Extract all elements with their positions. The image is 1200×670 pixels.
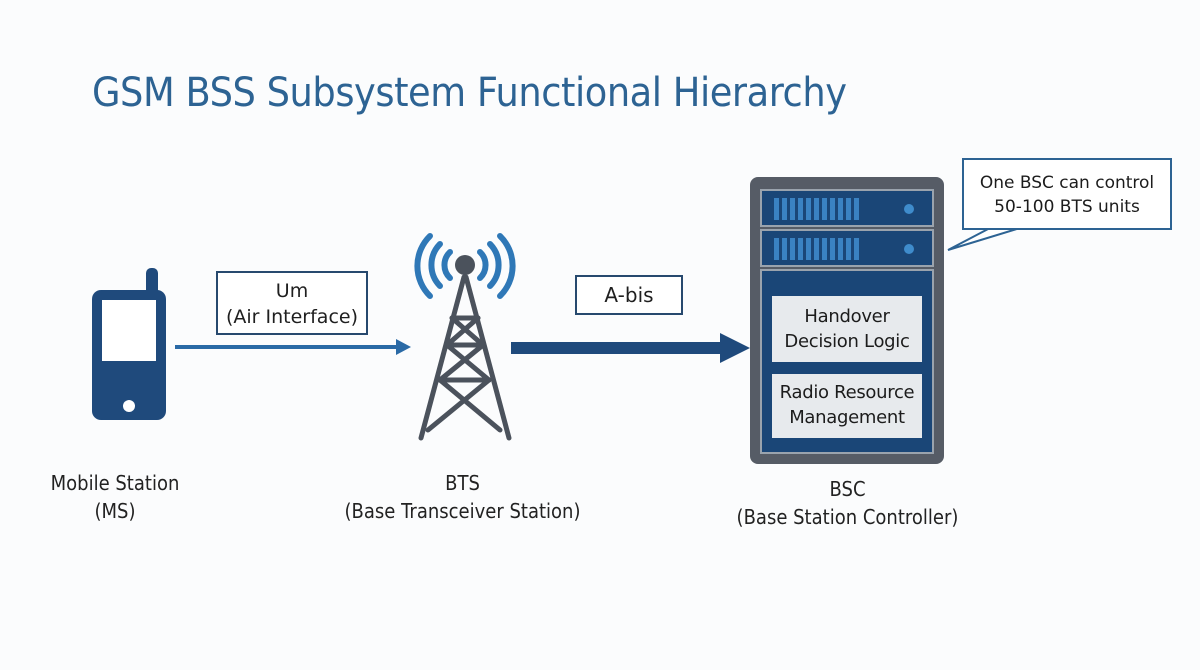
status-led-icon <box>904 204 914 214</box>
vent-grille <box>774 198 859 220</box>
ms-label: Mobile Station (MS) <box>39 469 192 525</box>
signal-waves-icon <box>414 233 516 299</box>
vent-grille <box>774 238 859 260</box>
module-label-line: Decision Logic <box>784 331 910 352</box>
ms-abbr: (MS) <box>94 499 136 523</box>
module-radio-resource-management: Radio Resource Management <box>772 374 922 438</box>
diagram-title: GSM BSS Subsystem Functional Hierarchy <box>92 70 847 116</box>
rack-unit <box>760 229 934 267</box>
bts-label: BTS (Base Transceiver Station) <box>316 469 609 525</box>
abis-link-arrow <box>511 333 750 363</box>
bts-full-name: (Base Transceiver Station) <box>344 499 581 523</box>
ms-name: Mobile Station <box>50 471 180 495</box>
bsc-body: Handover Decision Logic Radio Resource M… <box>760 269 934 454</box>
abis-interface-label: A-bis <box>575 275 683 315</box>
antenna-head <box>455 255 475 275</box>
module-handover-decision-logic: Handover Decision Logic <box>772 296 922 362</box>
um-name: Um <box>275 280 309 302</box>
bsc-label: BSC (Base Station Controller) <box>706 475 990 531</box>
rack-unit <box>760 189 934 227</box>
bsc-full-name: (Base Station Controller) <box>736 505 959 529</box>
bsc-capacity-callout: One BSC can control 50-100 BTS units <box>962 158 1172 230</box>
bts-name: BTS <box>445 471 480 495</box>
callout-line: 50-100 BTS units <box>994 197 1140 217</box>
module-label-line: Management <box>789 407 905 428</box>
module-label-line: Radio Resource <box>779 382 915 403</box>
mobile-phone-icon <box>92 268 166 420</box>
um-desc: (Air Interface) <box>225 306 359 328</box>
module-label-line: Handover <box>804 306 890 327</box>
callout-tail <box>947 227 1021 251</box>
bsc-name: BSC <box>829 477 866 501</box>
status-led-icon <box>904 244 914 254</box>
um-link-arrow <box>175 339 411 355</box>
um-interface-label: Um (Air Interface) <box>216 271 368 335</box>
radio-tower-icon <box>418 274 512 441</box>
server-rack-icon: Handover Decision Logic Radio Resource M… <box>750 177 944 464</box>
callout-line: One BSC can control <box>979 173 1155 193</box>
